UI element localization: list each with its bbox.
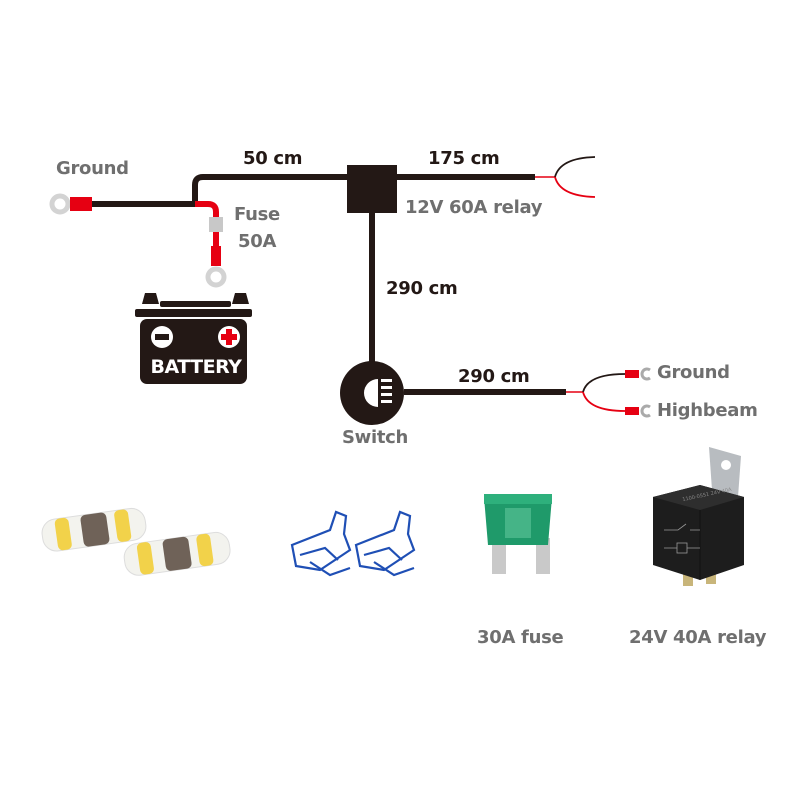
switch-icon [340,361,404,425]
hook-terminal-icon [640,367,651,381]
ground-left-label: Ground [56,158,129,179]
relay-24v-label: 24V 40A relay [629,627,767,648]
wire-switch-to-outputs [404,367,651,418]
ground-right-label: Ground [657,362,730,383]
length-175cm-label: 175 cm [428,148,500,169]
fuse-rating-label: 50A [238,231,277,252]
fuse-label: Fuse [234,204,280,225]
tap-connector-icon [354,510,416,577]
switch-label: Switch [342,427,409,448]
length-50cm-label: 50 cm [243,148,303,169]
hook-terminal-icon [640,404,651,418]
fuse-30a-label: 30A fuse [477,627,564,648]
fused-positive-wire [195,201,227,288]
blade-fuse-icon [484,494,552,574]
solder-connector-icon [123,531,231,576]
wire-relay-to-lights [397,156,596,198]
relay-main-label: 12V 60A relay [405,197,543,218]
length-290cm-vertical-label: 290 cm [386,278,458,299]
battery-label: BATTERY [150,356,242,378]
tap-connector-icon [290,510,352,577]
wire-ground-to-relay [92,174,348,207]
relay-box-icon [347,165,397,213]
ground-ring-terminal [49,193,92,215]
highbeam-label: Highbeam [657,400,758,421]
automotive-relay-icon [653,447,744,586]
battery-icon [135,293,252,384]
solder-connector-icon [41,507,147,552]
length-290cm-horizontal-label: 290 cm [458,366,530,387]
fuse-holder-icon [209,217,223,232]
